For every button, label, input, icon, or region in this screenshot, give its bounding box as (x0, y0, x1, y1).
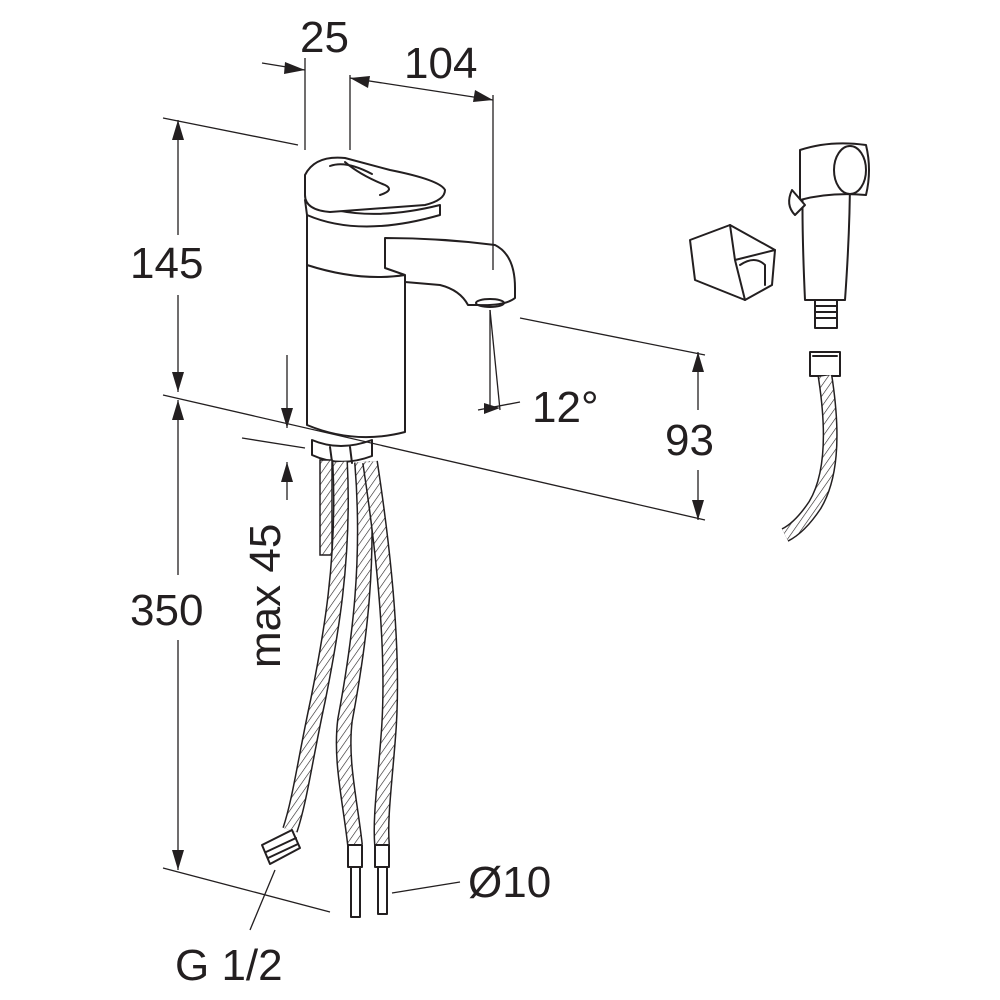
dim-width-handle-label: 25 (300, 13, 349, 62)
dim-hose-length-label: 350 (130, 586, 203, 635)
pipe-ends (347, 844, 390, 918)
dim-max-thickness-label: max 45 (241, 524, 290, 668)
dimension-lines (162, 58, 706, 931)
wall-bracket (689, 224, 776, 301)
shower-hose (781, 351, 841, 542)
mounting-stud (319, 459, 333, 556)
dim-spout-angle-label: 12° (532, 383, 599, 432)
faucet-body (304, 156, 516, 464)
g-half-fitting (261, 829, 301, 865)
supply-hoses (282, 460, 399, 846)
dim-spout-reach-label: 104 (404, 39, 477, 88)
dim-body-height-label: 145 (130, 239, 203, 288)
dim-pipe-diameter-label: Ø10 (468, 858, 551, 907)
dim-spout-height-label: 93 (665, 416, 714, 465)
hand-shower (788, 142, 870, 329)
dim-connection-thread-label: G 1/2 (175, 941, 283, 990)
